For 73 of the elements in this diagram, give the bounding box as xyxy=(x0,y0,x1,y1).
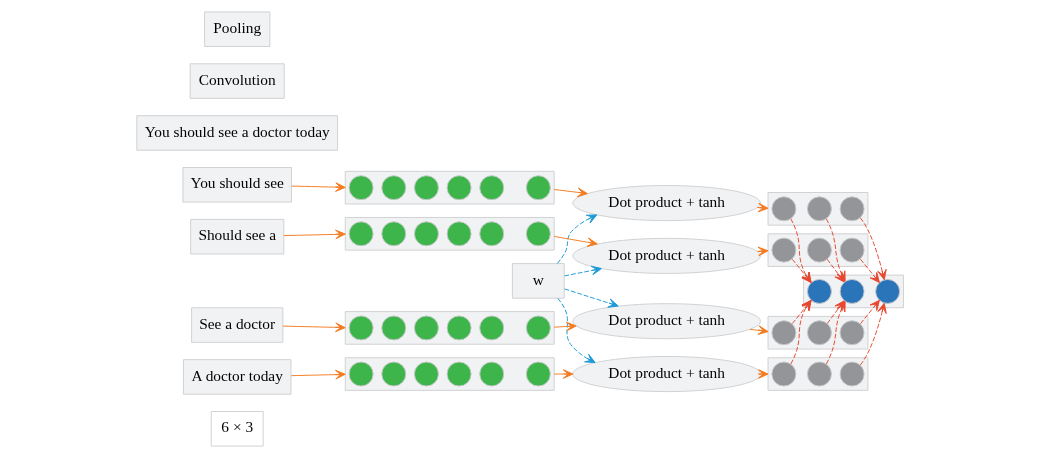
node-box: w xyxy=(511,263,565,299)
node-circle xyxy=(446,221,472,247)
node-circle xyxy=(771,237,797,263)
node-circle xyxy=(348,315,374,341)
arrow xyxy=(290,369,346,380)
arrow xyxy=(553,369,574,379)
arrow xyxy=(859,217,887,281)
node-circle xyxy=(806,320,832,346)
arrow xyxy=(556,214,598,264)
arrow xyxy=(291,182,346,192)
arrow xyxy=(557,297,596,364)
node-box: You should see xyxy=(182,167,292,203)
node-circle xyxy=(413,315,439,341)
node-circle xyxy=(839,196,865,222)
arrow xyxy=(553,235,598,247)
arrow xyxy=(859,302,887,366)
node-circle xyxy=(839,320,865,346)
node-circle xyxy=(413,221,439,247)
node-box: You should see a doctor today xyxy=(136,115,339,151)
node-box: See a doctor xyxy=(191,307,284,343)
cluster xyxy=(767,315,869,350)
node-circle xyxy=(839,361,865,387)
node-circle xyxy=(381,315,407,341)
node-circle xyxy=(446,315,472,341)
arrow xyxy=(553,187,588,198)
arrow xyxy=(282,322,346,333)
arrow xyxy=(860,299,880,325)
node-circle xyxy=(381,175,407,201)
node-circle xyxy=(839,278,865,304)
node-circle xyxy=(479,175,505,201)
cluster xyxy=(767,357,869,391)
node-circle xyxy=(806,278,832,304)
node-circle xyxy=(446,175,472,201)
cluster xyxy=(344,357,555,391)
node-box: Convolution xyxy=(189,63,285,99)
node-circle xyxy=(413,175,439,201)
node-circle xyxy=(381,361,407,387)
cluster xyxy=(767,233,869,267)
node-circle xyxy=(413,361,439,387)
node-circle xyxy=(839,237,865,263)
node-circle xyxy=(771,361,797,387)
arrow xyxy=(564,288,619,308)
node-circle xyxy=(806,196,832,222)
node-circle xyxy=(381,221,407,247)
arrow xyxy=(860,258,880,284)
node-box: A doctor today xyxy=(182,359,292,395)
cluster xyxy=(767,192,869,226)
node-circle xyxy=(348,175,374,201)
arrow xyxy=(283,229,346,240)
node-circle xyxy=(771,320,797,346)
node-circle xyxy=(525,221,551,247)
cluster xyxy=(344,217,555,251)
node-circle xyxy=(875,278,901,304)
node-circle xyxy=(446,361,472,387)
arrow xyxy=(564,265,602,277)
node-circle xyxy=(348,361,374,387)
node-circle xyxy=(525,175,551,201)
node-circle xyxy=(525,361,551,387)
node-circle xyxy=(806,237,832,263)
node-circle xyxy=(806,361,832,387)
node-box: Should see a xyxy=(190,218,285,255)
cluster xyxy=(344,170,555,205)
node-circle xyxy=(479,315,505,341)
arrow xyxy=(749,325,769,335)
node-circle xyxy=(479,361,505,387)
node-circle xyxy=(348,221,374,247)
cluster xyxy=(344,311,555,345)
arrow xyxy=(553,321,577,332)
node-box: 6 × 3 xyxy=(210,411,264,447)
node-circle xyxy=(525,315,551,341)
node-box: Pooling xyxy=(204,11,271,47)
node-circle xyxy=(479,221,505,247)
node-circle xyxy=(771,196,797,222)
